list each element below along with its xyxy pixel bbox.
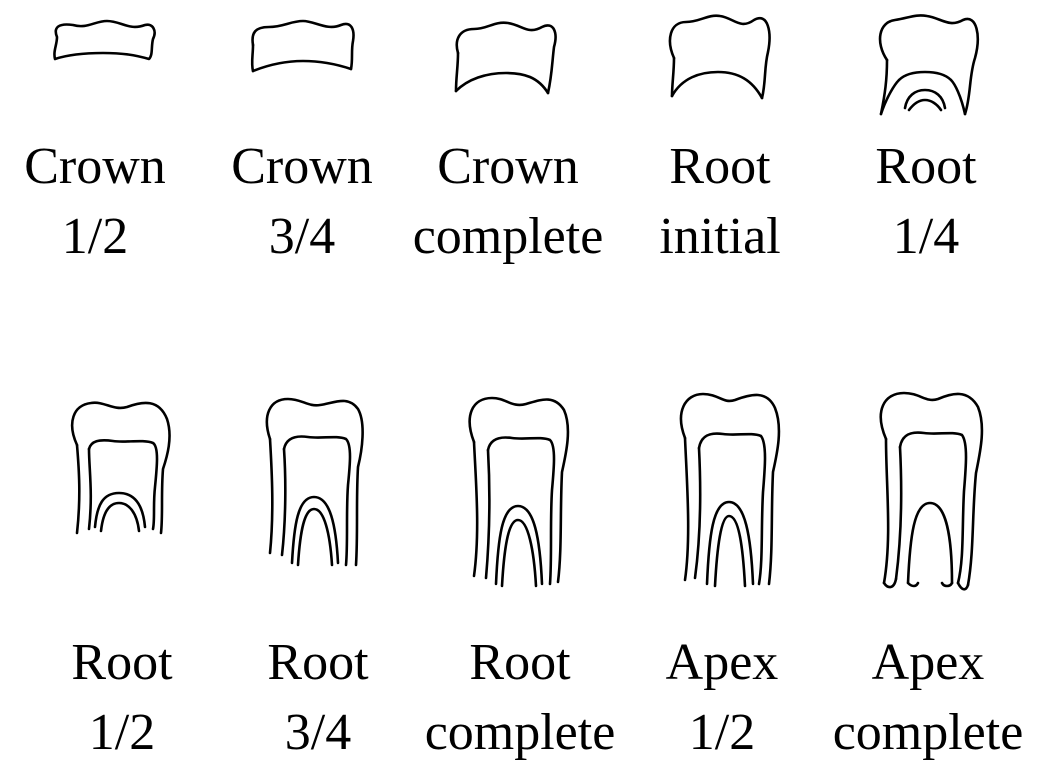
stage-label-line2: 1/2 (612, 698, 832, 768)
stage-label-root-quarter: Root 1/4 (816, 132, 1036, 272)
tooth-root-half (63, 397, 178, 537)
stage-label-apex-half: Apex 1/2 (612, 628, 832, 768)
stage-label-crown-three-quarters: Crown 3/4 (192, 132, 412, 272)
stage-label-crown-complete: Crown complete (398, 132, 618, 272)
stage-label-line2: 1/2 (0, 202, 205, 272)
stage-label-line1: Crown (192, 132, 412, 202)
stage-label-root-three-quarters: Root 3/4 (208, 628, 428, 768)
stage-label-line1: Root (610, 132, 830, 202)
stage-label-line2: initial (610, 202, 830, 272)
stage-label-crown-half: Crown 1/2 (0, 132, 205, 272)
tooth-apex-complete (872, 387, 992, 592)
tooth-root-quarter (865, 10, 985, 120)
stage-label-root-initial: Root initial (610, 132, 830, 272)
tooth-crown-half (45, 15, 160, 70)
stage-label-line2: 3/4 (208, 698, 428, 768)
stage-label-line2: 3/4 (192, 202, 412, 272)
stage-label-root-half: Root 1/2 (12, 628, 232, 768)
stage-label-line1: Crown (0, 132, 205, 202)
stage-label-apex-complete: Apex complete (818, 628, 1038, 768)
stage-label-line1: Root (12, 628, 232, 698)
stage-label-line1: Root (410, 628, 630, 698)
stage-label-root-complete: Root complete (410, 628, 630, 768)
tooth-crown-complete (448, 15, 563, 95)
tooth-root-complete (460, 392, 580, 587)
stage-label-line1: Root (816, 132, 1036, 202)
stage-label-line1: Apex (612, 628, 832, 698)
stage-label-line1: Root (208, 628, 428, 698)
stage-label-line2: 1/4 (816, 202, 1036, 272)
stage-label-line2: complete (398, 202, 618, 272)
stage-label-line2: complete (818, 698, 1038, 768)
stage-label-line2: complete (410, 698, 630, 768)
stage-label-line2: 1/2 (12, 698, 232, 768)
tooth-apex-half (673, 388, 788, 593)
tooth-root-three-quarters (258, 393, 373, 568)
tooth-root-initial (660, 10, 775, 100)
tooth-crown-three-quarters (245, 15, 360, 75)
stage-label-line1: Apex (818, 628, 1038, 698)
stage-label-line1: Crown (398, 132, 618, 202)
